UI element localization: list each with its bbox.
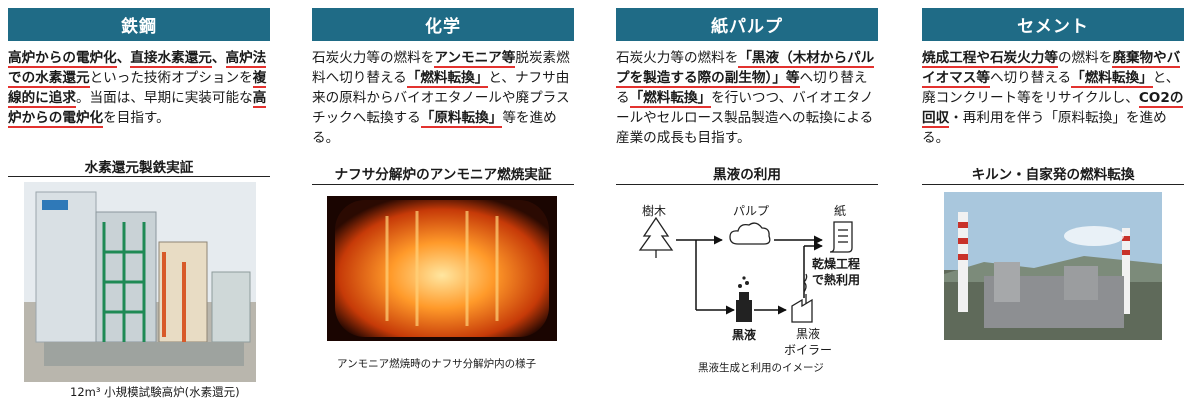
column-cement: セメント 焼成工程や石炭火力等の燃料を廃棄物やバイオマス等へ切り替える「燃料転換… xyxy=(922,8,1184,400)
column-chemical: 化学 石炭火力等の燃料をアンモニア等脱炭素燃料へ切り替える「燃料転換」と、ナフサ… xyxy=(312,8,574,400)
body-text: 、 xyxy=(211,50,226,66)
body-text: を行いつつ、バイオエタノールやセルロース製品製造への転換による産業の成長も目指す… xyxy=(616,90,874,146)
highlight-text: 直接水素還元 xyxy=(130,50,212,68)
diagram-caption: 黒液生成と利用のイメージ xyxy=(698,362,824,374)
example-title: 水素還元製鉄実証 xyxy=(84,160,194,176)
label-black-liquor: 黒液 xyxy=(732,328,757,342)
highlight-text: 「燃料転換」 xyxy=(406,70,489,88)
highlight-text: 「燃料転換」 xyxy=(1071,70,1153,88)
body-text: 。当面は、早期に実装可能な xyxy=(75,90,253,106)
body-text: と、ナフサ由来の原料からバイオエタノールや廃プラスチックへ転換する xyxy=(312,70,570,126)
body-text: 脱炭素燃料へ切り替える xyxy=(312,50,570,86)
highlight-text: 「原料転換」 xyxy=(420,110,503,128)
cloud-icon xyxy=(729,222,771,245)
example-title: 黒液の利用 xyxy=(713,167,781,183)
label-tree: 樹木 xyxy=(642,204,667,218)
body-text: 石炭火力等の燃料を xyxy=(616,50,739,66)
highlight-text: 複線的に追求 xyxy=(8,70,267,108)
body-text: ・再利用を伴う「原料転換」を進める。 xyxy=(922,110,1167,146)
section-header: 紙パルプ xyxy=(616,8,878,41)
section-header: 鉄鋼 xyxy=(8,8,270,41)
body-text: 石炭火力等の燃料を xyxy=(312,50,435,66)
label-pulp: パルプ xyxy=(733,204,770,218)
body-text: へ切り替える xyxy=(616,70,868,106)
paper-scroll-icon xyxy=(829,221,853,253)
section-description: 焼成工程や石炭火力等の燃料を廃棄物やバイオマス等へ切り替える「燃料転換」と、廃コ… xyxy=(922,48,1184,148)
body-text: 等を進める。 xyxy=(312,110,557,146)
highlight-text: 高炉法での水素還元 xyxy=(8,50,267,88)
highlight-text: 焼成工程や石炭火力等 xyxy=(922,50,1058,68)
section-description: 石炭火力等の燃料をアンモニア等脱炭素燃料へ切り替える「燃料転換」と、ナフサ由来の… xyxy=(312,48,574,148)
tree-icon xyxy=(638,216,674,258)
body-text: と、廃コンクリート等をリサイクルし、 xyxy=(922,70,1180,106)
section-header: 化学 xyxy=(312,8,574,41)
label-dry-process: 乾燥工程 で熱利用 xyxy=(812,257,861,287)
column-paper-pulp: 紙パルプ 石炭火力等の燃料を「黒液（木材からパルプを製造する際の副生物）」等へ切… xyxy=(616,8,878,400)
divider xyxy=(616,184,878,185)
body-text: を目指す。 xyxy=(103,110,170,126)
furnace-interior-photo xyxy=(327,196,557,341)
body-text: の燃料を xyxy=(1057,50,1113,66)
section-header: セメント xyxy=(922,8,1184,41)
black-liquor-diagram: 樹木 パルプ 紙 乾燥工程 で熱利用 黒液 黒液 ボイラー xyxy=(616,188,878,368)
example-title: キルン・自家発の燃料転換 xyxy=(971,167,1135,183)
highlight-text: 「黒液（木材からパルプを製造する際の副生物）」等 xyxy=(616,50,875,88)
highlight-text: 廃棄物やバイオマス等 xyxy=(922,50,1181,88)
body-text: へ切り替える xyxy=(989,70,1072,86)
boiler-icon xyxy=(791,273,813,323)
highlight-text: 高炉からの電炉化 xyxy=(8,90,267,128)
label-paper: 紙 xyxy=(834,204,847,218)
divider xyxy=(922,184,1184,185)
cement-plant-photo xyxy=(944,192,1162,340)
body-text: といった技術オプションを xyxy=(89,70,253,86)
divider xyxy=(312,184,574,185)
label-boiler: 黒液 ボイラー xyxy=(784,327,833,357)
body-text: 、 xyxy=(116,50,131,66)
photo-caption: 12m³ 小規模試験高炉(水素還元) xyxy=(70,385,240,399)
divider xyxy=(8,176,270,177)
column-steel: 鉄鋼 高炉からの電炉化、直接水素還元、高炉法での水素還元といった技術オプションを… xyxy=(8,8,270,400)
highlight-text: 「燃料転換」 xyxy=(629,90,712,108)
photo-caption: アンモニア燃焼時のナフサ分解炉内の様子 xyxy=(337,358,537,370)
flask-icon xyxy=(736,276,752,322)
highlight-text: 高炉からの電炉化 xyxy=(8,50,117,68)
section-description: 高炉からの電炉化、直接水素還元、高炉法での水素還元といった技術オプションを複線的… xyxy=(8,48,270,128)
hydrogen-furnace-photo xyxy=(24,182,256,382)
example-title: ナフサ分解炉のアンモニア燃焼実証 xyxy=(334,167,552,183)
highlight-text: CO2の回収 xyxy=(922,90,1184,128)
section-description: 石炭火力等の燃料を「黒液（木材からパルプを製造する際の副生物）」等へ切り替える「… xyxy=(616,48,878,148)
highlight-text: アンモニア等 xyxy=(434,50,516,68)
